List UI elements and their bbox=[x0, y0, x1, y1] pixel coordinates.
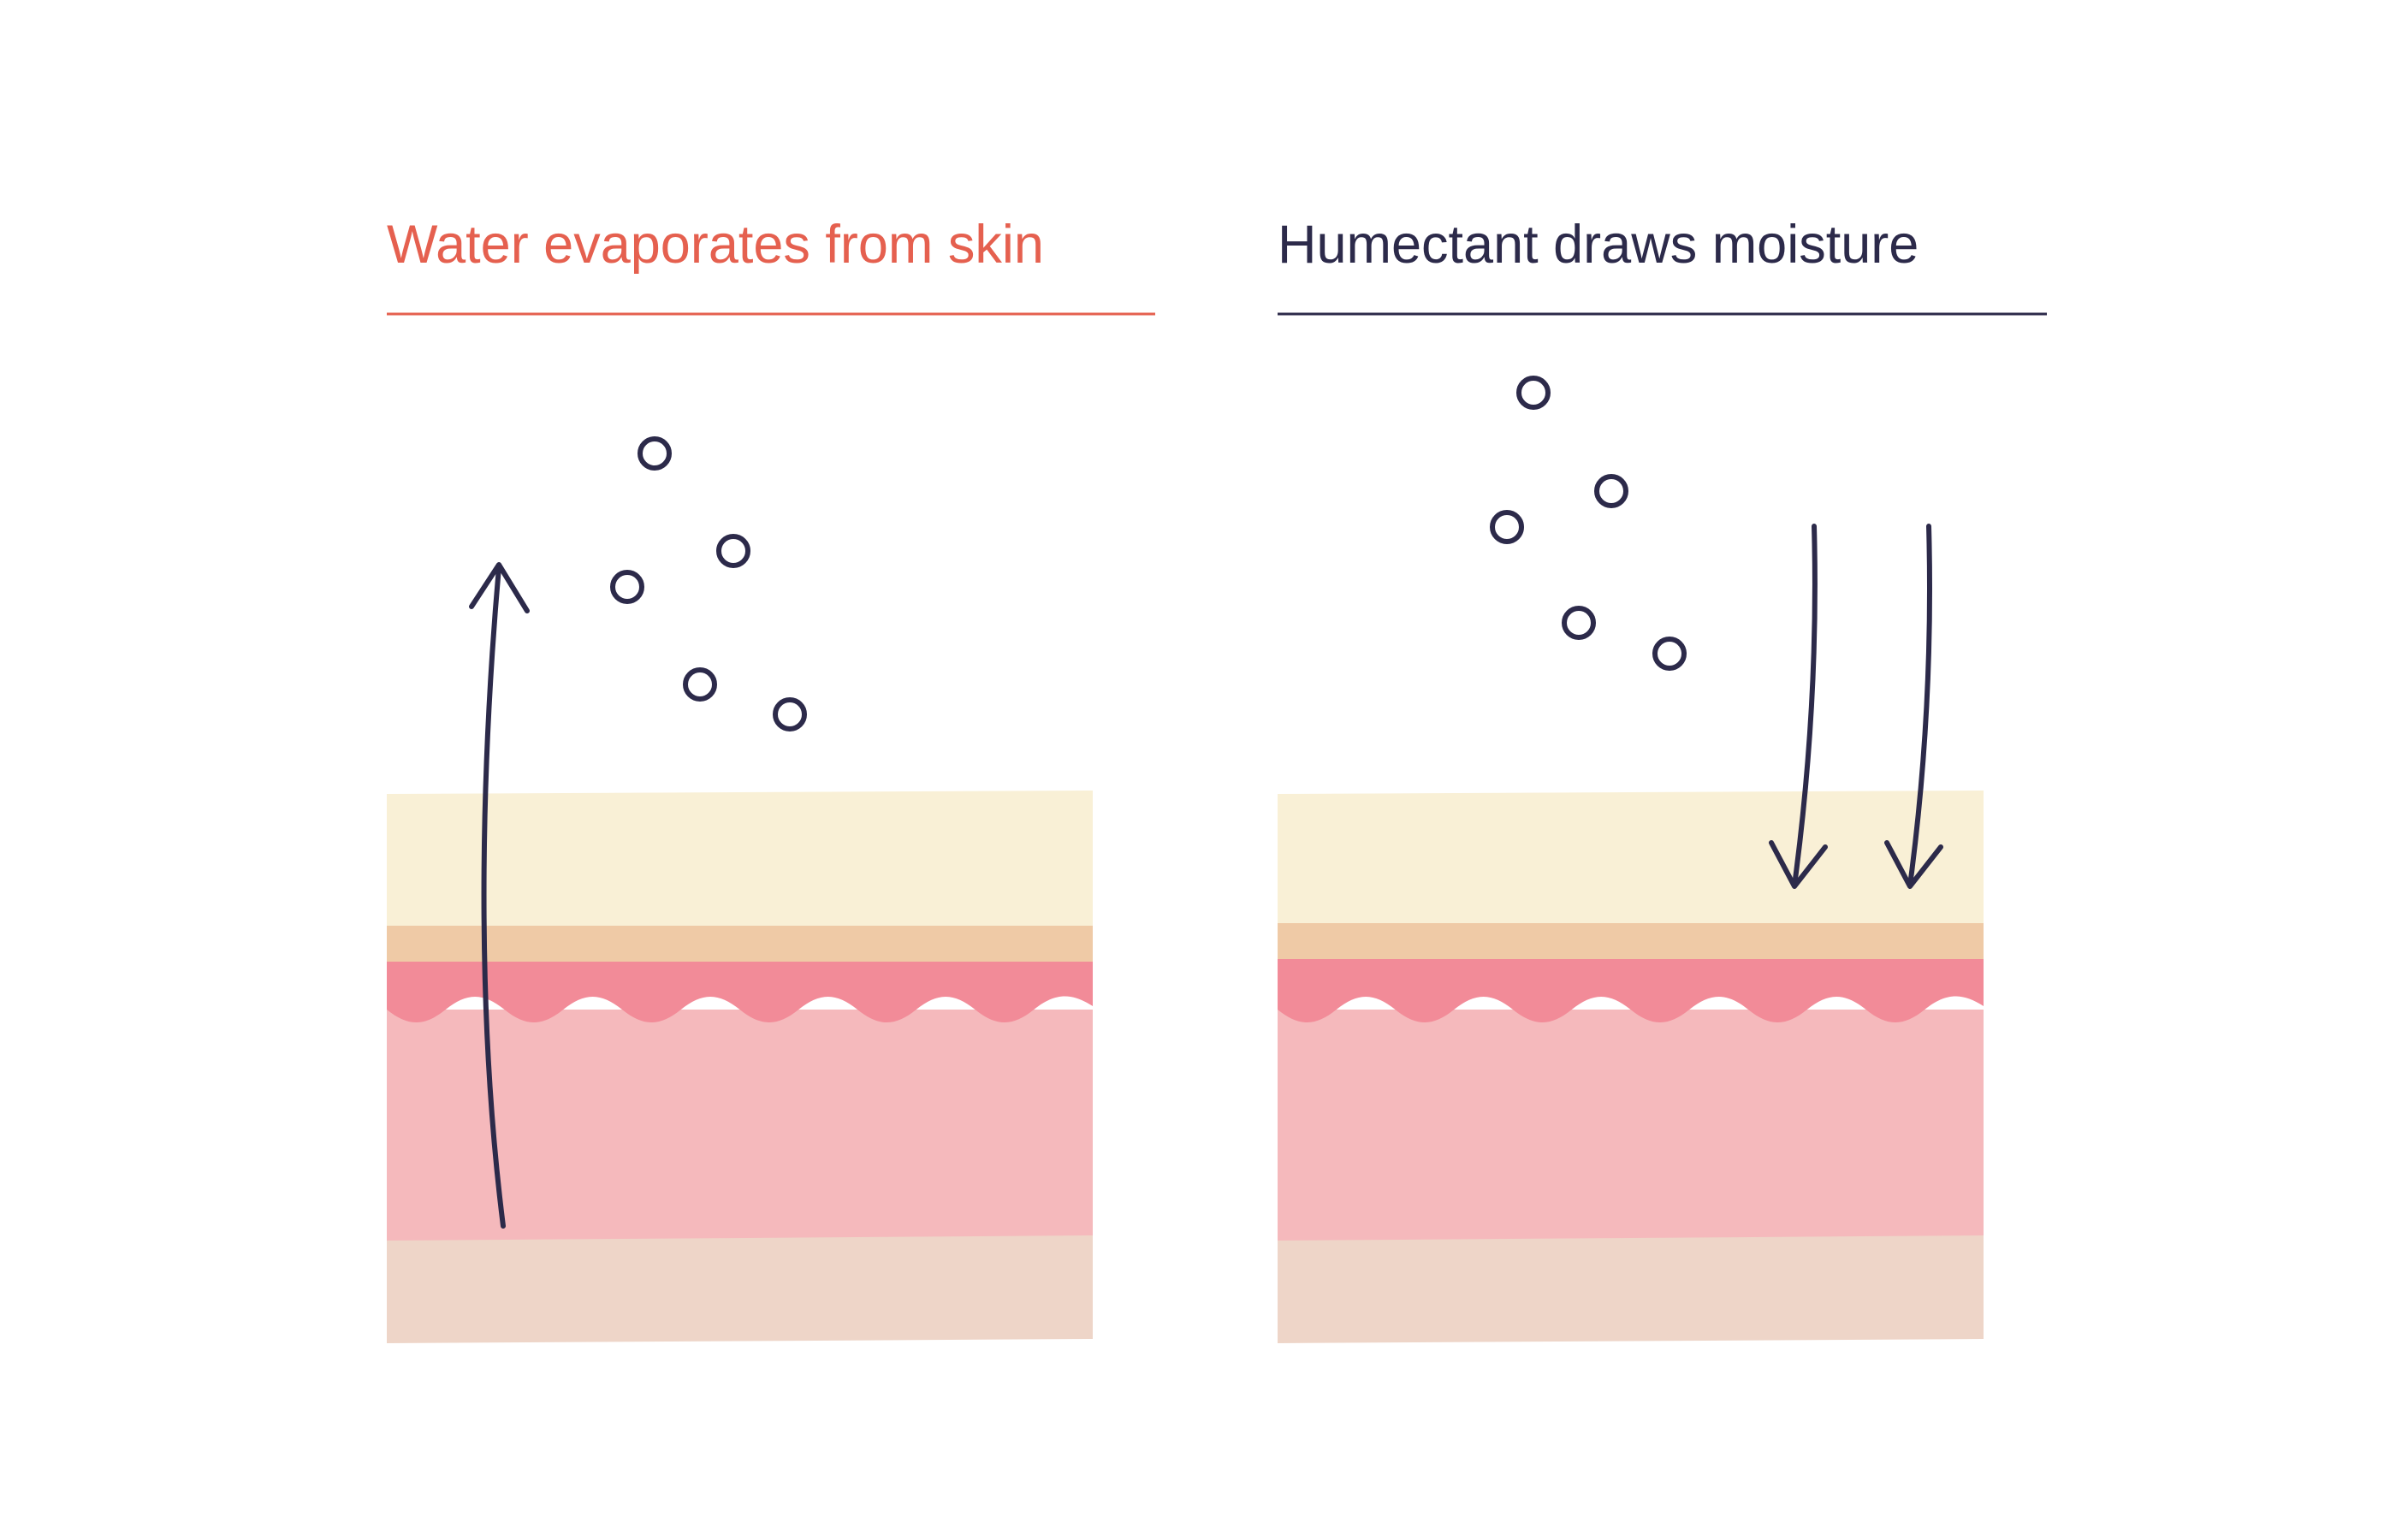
evaporation-title: Water evaporates from skin bbox=[387, 215, 1044, 275]
humectant-title: Humectant draws moisture bbox=[1278, 215, 1919, 275]
subcutaneous-layer bbox=[1278, 1232, 1984, 1343]
water-droplet bbox=[638, 436, 672, 471]
water-droplet bbox=[1562, 606, 1596, 640]
skin-cross-section-left bbox=[387, 791, 1093, 1343]
water-droplet bbox=[1652, 637, 1687, 671]
evaporation-panel: Water evaporates from skin bbox=[387, 215, 1155, 1343]
epidermis-top-band bbox=[1278, 921, 1984, 959]
epidermis-layer bbox=[1278, 957, 1984, 1022]
water-droplet bbox=[1516, 376, 1551, 410]
down-arrowhead-icon bbox=[1769, 840, 1828, 889]
water-droplet bbox=[683, 667, 717, 702]
water-droplet bbox=[1490, 510, 1524, 544]
skin-cross-section-right bbox=[1278, 791, 1984, 1343]
humectant-panel: Humectant draws moisture bbox=[1278, 215, 2047, 1343]
humectant-arrows bbox=[1769, 524, 1943, 889]
water-droplets-left bbox=[610, 436, 807, 732]
up-arrow-shaft bbox=[481, 565, 506, 1229]
water-droplets-right bbox=[1490, 376, 1687, 671]
water-droplet bbox=[716, 534, 750, 568]
down-arrow-shaft bbox=[1792, 524, 1818, 888]
water-droplet bbox=[610, 570, 644, 604]
dermis-layer bbox=[387, 1010, 1093, 1241]
water-droplet bbox=[1594, 474, 1628, 508]
subcutaneous-layer bbox=[387, 1232, 1093, 1343]
water-droplet bbox=[773, 697, 807, 732]
epidermis-layer bbox=[387, 960, 1093, 1022]
up-arrowhead-icon bbox=[469, 562, 530, 613]
down-arrowhead-icon bbox=[1884, 840, 1943, 889]
down-arrow-shaft bbox=[1907, 524, 1932, 888]
evaporation-arrow bbox=[469, 562, 530, 1229]
epidermis-top-band bbox=[387, 924, 1093, 962]
dermis-layer bbox=[1278, 1010, 1984, 1241]
stratum-corneum-layer bbox=[387, 791, 1093, 926]
stratum-corneum-layer bbox=[1278, 791, 1984, 923]
